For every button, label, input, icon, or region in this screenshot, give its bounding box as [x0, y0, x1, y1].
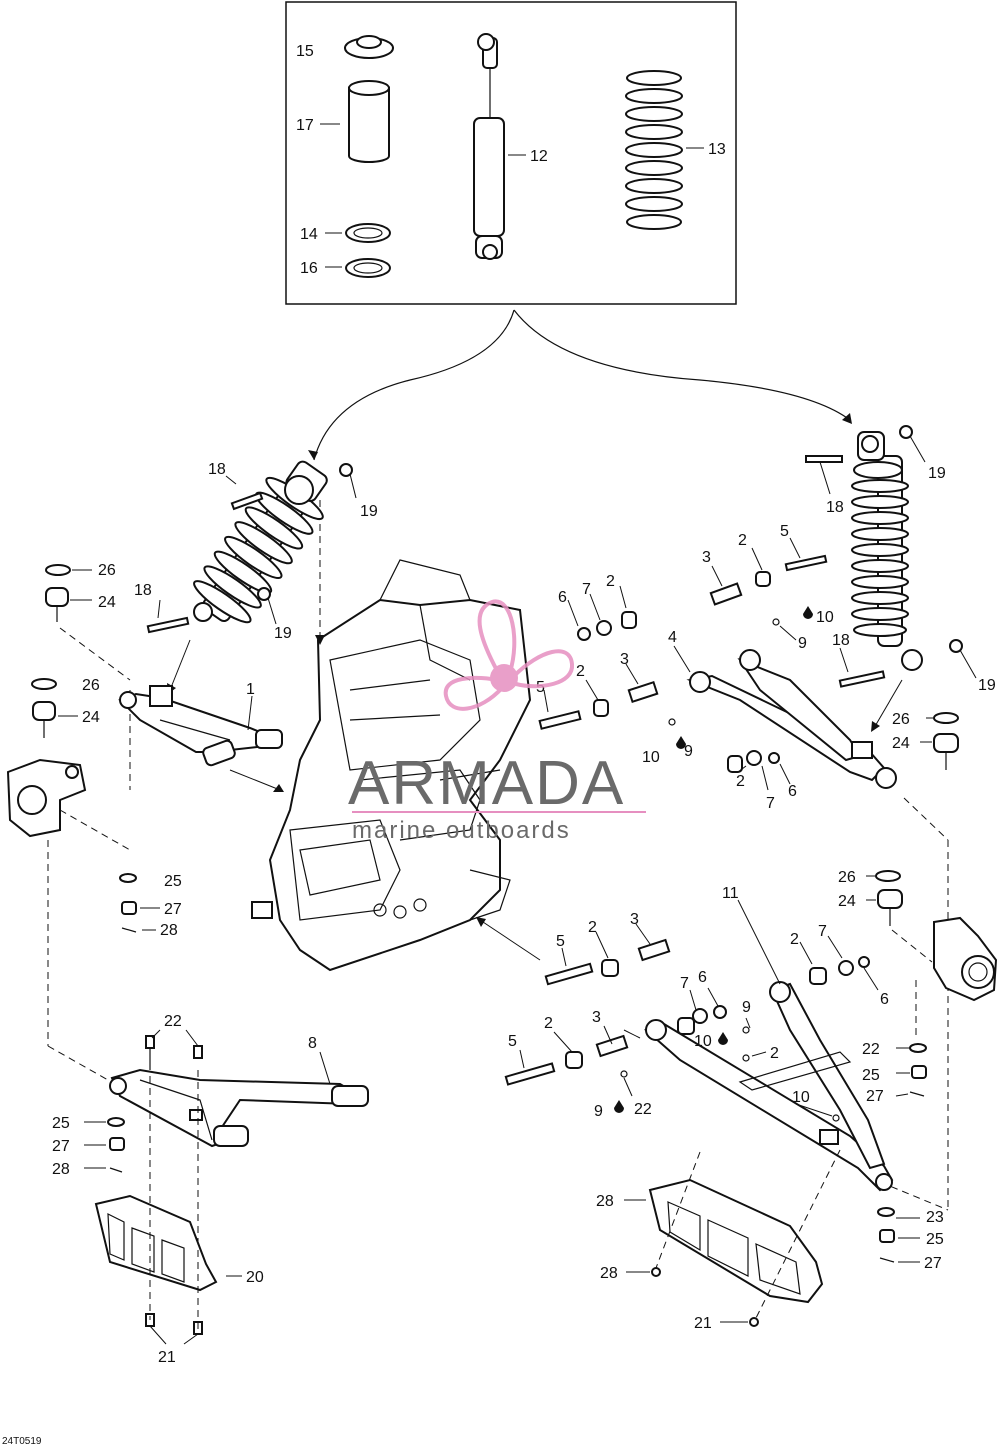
label-6d: 6 [880, 991, 889, 1008]
label-28c: 27 [866, 1088, 884, 1105]
label-6b: 6 [788, 783, 797, 800]
label-28a: 28 [160, 922, 178, 939]
label-27c: 25 [862, 1067, 880, 1084]
label-21c: 21 [694, 1315, 712, 1332]
label-22b: 2 [770, 1045, 779, 1062]
label-7b: 7 [766, 795, 775, 812]
label-3a: 3 [702, 549, 711, 566]
label-17: 17 [296, 117, 314, 134]
label-7d: 7 [680, 975, 689, 992]
label-22c: 10 [792, 1089, 810, 1106]
label-25c: 22 [862, 1041, 880, 1058]
label-3c: 3 [630, 911, 639, 928]
label-8: 8 [308, 1035, 317, 1052]
lower-a-arm-left: 22 8 25 27 28 20 21 [52, 1013, 369, 1366]
label-14: 14 [300, 226, 318, 243]
drawing-id: 24T0519 [2, 1436, 42, 1447]
label-9d: 22 [634, 1101, 652, 1118]
label-23: 28 [596, 1193, 614, 1210]
lower-a-arm-right: 11 26 24 3 2 5 2 7 7 6 9 6 10 3 2 5 2 22… [504, 869, 998, 1332]
label-6a: 6 [558, 589, 567, 606]
label-24a: 24 [98, 594, 116, 611]
label-5a: 5 [780, 523, 789, 540]
label-19c: 19 [928, 465, 946, 482]
label-18a: 18 [208, 461, 226, 478]
label-12: 12 [530, 148, 548, 165]
armada-propeller-logo [443, 599, 574, 711]
label-18c: 18 [826, 499, 844, 516]
label-27b: 27 [52, 1138, 70, 1155]
left-shock-absorber: 18 19 18 19 [134, 460, 378, 694]
label-1: 1 [246, 681, 255, 698]
label-5d: 5 [508, 1033, 517, 1050]
label-20: 20 [246, 1269, 264, 1286]
label-9a: 9 [798, 635, 807, 652]
upper-a-arm-left: 1 [118, 681, 283, 767]
label-24d: 24 [838, 893, 856, 910]
label-28d: 27 [924, 1255, 942, 1272]
label-10b: 10 [642, 749, 660, 766]
label-7a: 7 [582, 581, 591, 598]
label-3b: 3 [620, 651, 629, 668]
label-18b: 18 [134, 582, 152, 599]
label-18d: 18 [832, 632, 850, 649]
watermark-brand: ARMADA [348, 749, 625, 818]
label-7c: 7 [818, 923, 827, 940]
label-25b: 25 [52, 1115, 70, 1132]
label-11: 11 [722, 885, 739, 902]
label-19a: 19 [360, 503, 378, 520]
label-10a: 10 [816, 609, 834, 626]
label-2c: 2 [576, 663, 585, 680]
label-28b: 28 [52, 1161, 70, 1178]
label-15: 15 [296, 43, 314, 60]
label-2d: 2 [736, 773, 745, 790]
shock-components-inset: 15 17 12 13 14 16 [285, 1, 737, 305]
label-26b: 26 [82, 677, 100, 694]
label-2a: 2 [738, 532, 747, 549]
label-21b: 28 [600, 1265, 618, 1282]
watermark-tagline: marine outboards [352, 817, 571, 844]
label-26a: 26 [98, 562, 116, 579]
label-21a: 21 [158, 1349, 176, 1366]
label-27d: 25 [926, 1231, 944, 1248]
left-knuckle-group: 26 24 26 24 25 27 28 [6, 562, 182, 1081]
label-19b: 19 [274, 625, 292, 642]
label-22a: 22 [164, 1013, 182, 1030]
coil-spring [625, 70, 683, 230]
label-25d: 23 [926, 1209, 944, 1226]
label-5c: 5 [556, 933, 565, 950]
label-9b: 9 [684, 743, 693, 760]
label-13: 13 [708, 141, 726, 158]
label-24c: 24 [892, 735, 910, 752]
upper-a-arm-right: 3 2 5 6 7 2 10 9 2 3 4 5 10 9 2 7 6 26 2… [536, 523, 959, 1211]
label-10d: 9 [594, 1103, 603, 1120]
label-26d: 26 [838, 869, 856, 886]
label-2f: 2 [790, 931, 799, 948]
label-2e: 2 [588, 919, 597, 936]
label-4: 4 [668, 629, 677, 646]
label-3d: 3 [592, 1009, 601, 1026]
label-27a: 27 [164, 901, 182, 918]
label-9c: 9 [742, 999, 751, 1016]
armada-watermark: ARMADA marine outboards [348, 599, 646, 844]
label-10c: 10 [694, 1033, 712, 1050]
label-2g: 2 [544, 1015, 553, 1032]
right-shock-absorber: 19 18 18 19 [805, 425, 996, 732]
vehicle-frame [251, 559, 532, 972]
label-26c: 26 [892, 711, 910, 728]
label-6c: 6 [698, 969, 707, 986]
label-2b: 2 [606, 573, 615, 590]
label-24b: 24 [82, 709, 100, 726]
label-19d: 19 [978, 677, 996, 694]
label-25a: 25 [164, 873, 182, 890]
label-16: 16 [300, 260, 318, 277]
